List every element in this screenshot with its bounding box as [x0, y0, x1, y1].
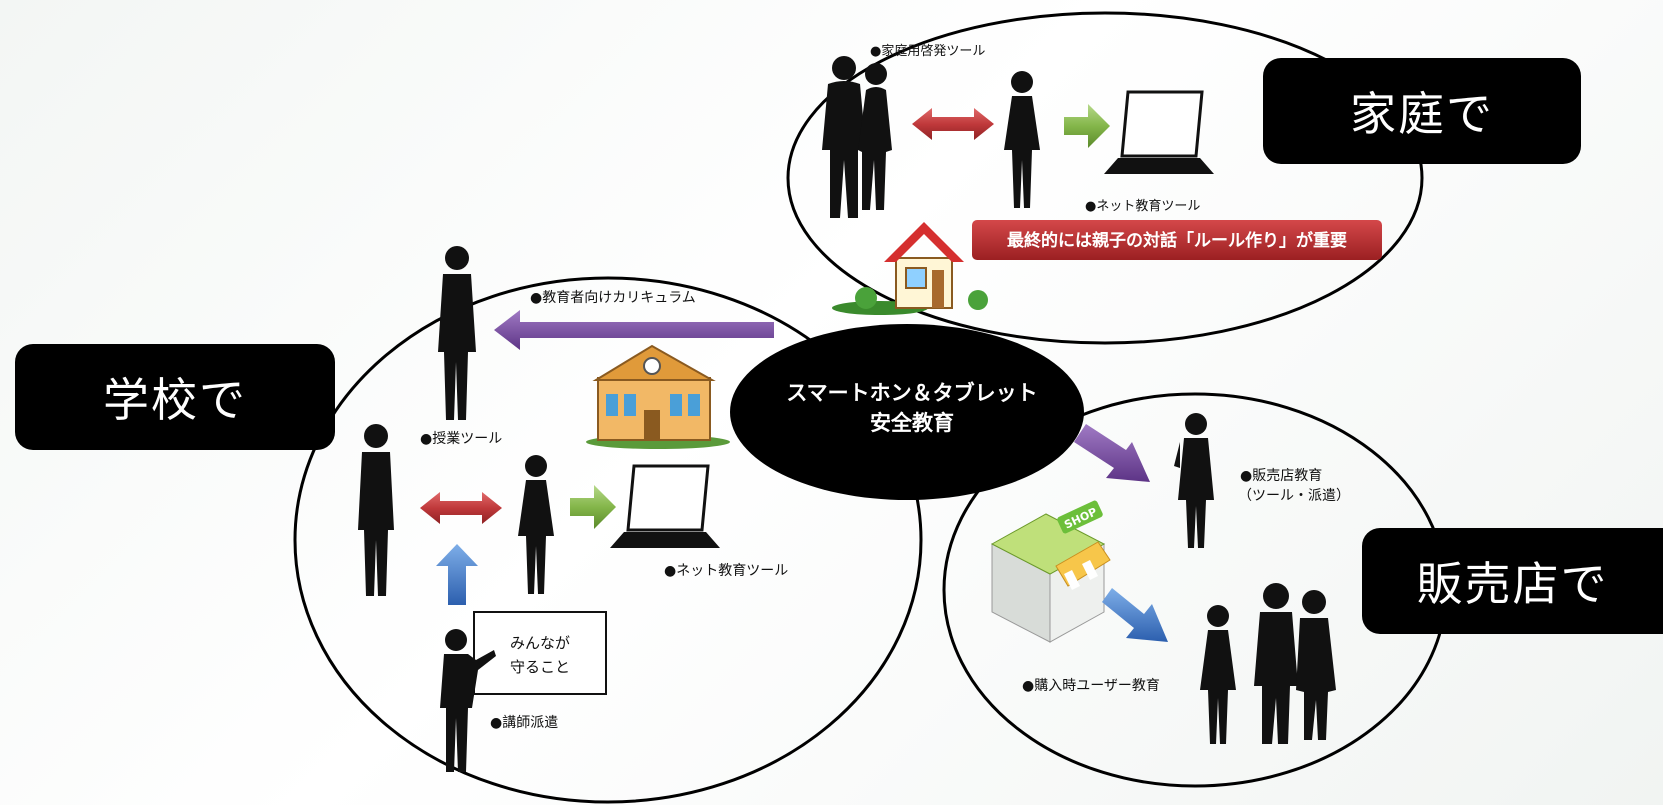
- home-net-tool-label: ●ネット教育ツール: [1085, 198, 1200, 214]
- curriculum-label: ●教育者向けカリキュラム: [530, 290, 696, 306]
- lecturer-label: ●講師派遣: [490, 715, 558, 731]
- center-title-line2: 安全教育: [870, 411, 954, 435]
- teacher-silhouette-mid: [358, 424, 394, 596]
- center-ellipse: [730, 324, 1084, 500]
- blue-arrow-to-family: [1102, 588, 1168, 642]
- class-tool-label: ●授業ツール: [420, 431, 502, 447]
- family-silhouette-shop: [1200, 583, 1336, 744]
- double-arrow-school: [420, 492, 502, 524]
- school-circle: [293, 276, 923, 804]
- school-building-icon: [586, 344, 730, 449]
- whiteboard: みんなが 守ること: [473, 611, 607, 695]
- purple-arrow-to-shop: [1074, 424, 1150, 482]
- purchase-education-label: ●購入時ユーザー教育: [1022, 678, 1160, 694]
- home-banner: 最終的には親子の対話「ルール作り」が重要: [972, 220, 1382, 260]
- green-arrow-home: [1064, 104, 1110, 148]
- store-education-label: ●販売店教育: [1240, 468, 1322, 484]
- parents-silhouette-home: [822, 56, 892, 218]
- shop-building-icon: SHOP: [990, 500, 1111, 643]
- school-net-tool-label: ●ネット教育ツール: [664, 563, 788, 579]
- student-silhouette-school: [518, 455, 554, 594]
- home-circle: [786, 11, 1424, 345]
- house-icon: [832, 222, 988, 315]
- store-education-sub-label: （ツール・派遣）: [1238, 488, 1350, 504]
- center-title-line1: スマートホン＆タブレット: [786, 381, 1037, 405]
- laptop-icon-home: [1104, 90, 1214, 174]
- green-arrow-school: [570, 485, 616, 529]
- shop-staff-silhouette: [1174, 413, 1214, 548]
- shop-tag: 販売店で: [1362, 528, 1663, 634]
- svg-text:守ること: 守ること: [510, 658, 570, 676]
- home-tool-label: ●家庭用啓発ツール: [870, 43, 985, 59]
- child-silhouette-home: [1004, 71, 1040, 208]
- teacher-silhouette-top: [438, 246, 476, 420]
- double-arrow-home: [912, 108, 994, 140]
- svg-text:最終的には親子の対話「ルール作り」が重要: 最終的には親子の対話「ルール作り」が重要: [1007, 230, 1347, 251]
- curriculum-arrow: [494, 310, 774, 350]
- lecturer-silhouette: [440, 629, 496, 772]
- svg-text:みんなが: みんなが: [510, 634, 570, 652]
- home-tag: 家庭で: [1263, 58, 1581, 164]
- laptop-icon-school: [610, 464, 720, 548]
- up-arrow-school: [436, 544, 478, 605]
- school-tag: 学校で: [15, 344, 335, 450]
